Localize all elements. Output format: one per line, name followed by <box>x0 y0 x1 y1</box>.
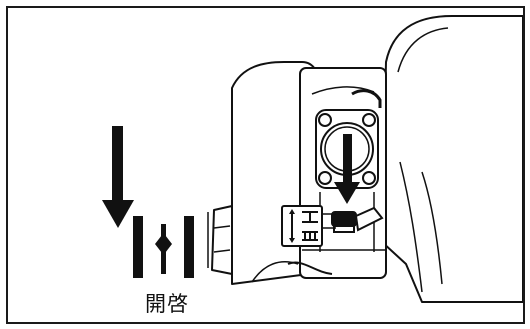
engine-cover <box>381 15 523 303</box>
down-arrow-icon <box>102 126 134 228</box>
choke-lever <box>331 206 384 233</box>
choke-symbol-icon <box>133 216 194 278</box>
diagram-frame: 開啓 <box>6 6 525 324</box>
lever-down-arrow-icon <box>334 134 360 204</box>
lever-scale-icon <box>281 205 336 247</box>
machine-illustration <box>102 15 523 303</box>
open-label: 開啓 <box>145 292 189 316</box>
